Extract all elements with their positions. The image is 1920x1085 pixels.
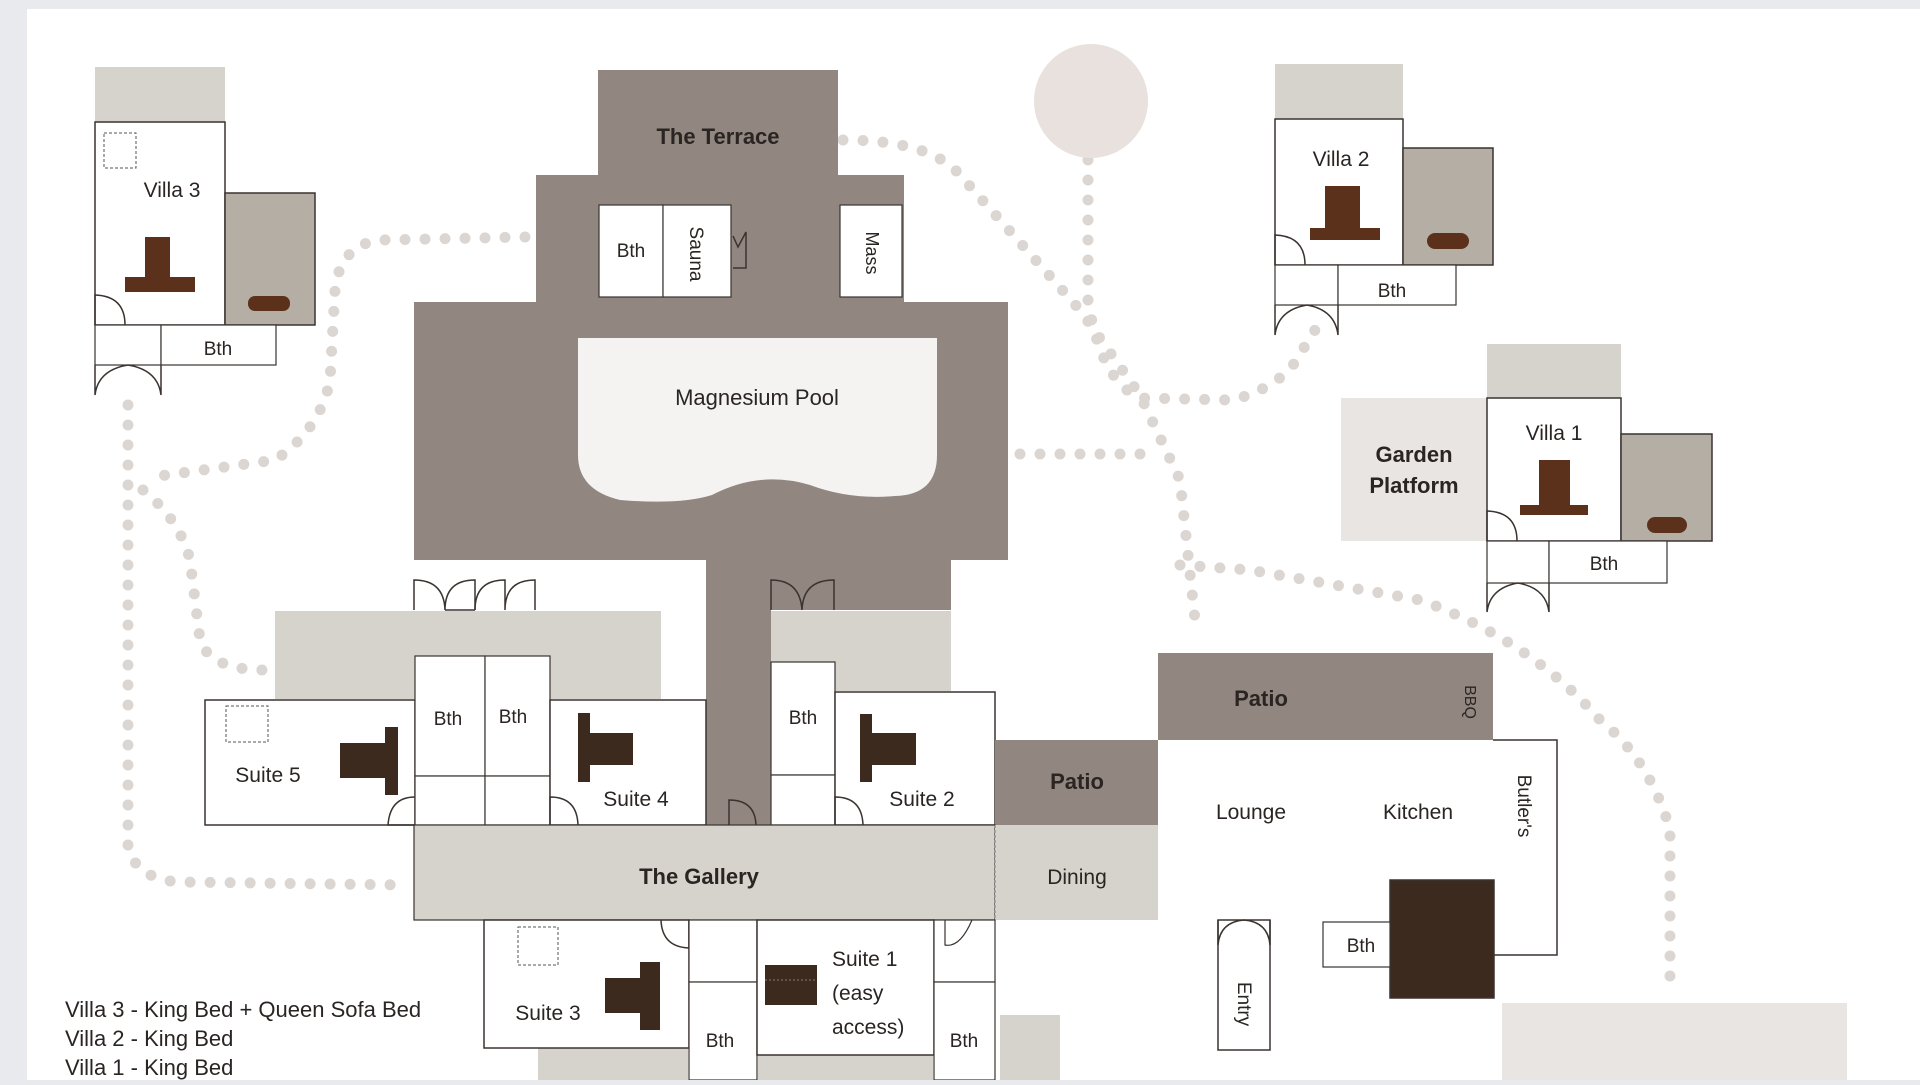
entry-bathroom (1322, 921, 1391, 968)
suite-5-bth-label: Bth (434, 709, 463, 730)
spa-rooms (598, 204, 903, 298)
pool-label: Magnesium Pool (675, 385, 839, 410)
suite-1-label-1: Suite 1 (832, 948, 897, 971)
suite-3-label: Suite 3 (515, 1002, 580, 1025)
suite-3-bathroom (688, 919, 758, 1081)
magnesium-pool (578, 338, 937, 502)
bed-legend: Villa 3 - King Bed + Queen Sofa Bed Vill… (65, 997, 421, 1080)
entry (1217, 919, 1271, 1051)
suite-1 (756, 919, 935, 1056)
garden-paths (122, 134, 1676, 991)
suite-4 (549, 699, 757, 826)
villa-1-bth-label: Bth (1590, 554, 1619, 575)
mass-label: Mass (862, 231, 882, 274)
suite-4-label: Suite 4 (603, 788, 669, 811)
suite-5-4-bathrooms (414, 655, 551, 826)
garden-label-2: Platform (1369, 473, 1458, 498)
patio-top-label: Patio (1234, 686, 1288, 711)
bbq-label: BBQ (1461, 685, 1478, 719)
gallery-label: The Gallery (639, 864, 760, 889)
butlers-label: Butler's (1513, 775, 1534, 838)
suite-2-bth-label: Bth (789, 708, 818, 729)
suite-3-bth-label: Bth (706, 1031, 735, 1052)
suite-5 (204, 699, 416, 826)
suite-4-bth-label: Bth (499, 707, 528, 728)
spa-bth-label: Bth (617, 241, 646, 262)
suite-5-label: Suite 5 (235, 764, 300, 787)
villa-1 (1486, 344, 1713, 613)
kitchen-label: Kitchen (1383, 801, 1453, 824)
garden-label-1: Garden (1375, 442, 1452, 467)
sauna-door-icon (732, 231, 747, 269)
suite-1-label-2: (easy (832, 982, 884, 1005)
suite-1-bth-label: Bth (950, 1031, 979, 1052)
entry-label: Entry (1233, 982, 1254, 1027)
villa-2-label: Villa 2 (1313, 148, 1370, 171)
patio-small (995, 740, 1158, 825)
bottom-right-block (1502, 1003, 1847, 1080)
villa-1-label: Villa 1 (1526, 422, 1583, 445)
legend-line-3: Villa 1 - King Bed (65, 1055, 233, 1080)
villa-2 (1274, 64, 1494, 336)
suite-1-label-3: access) (832, 1016, 904, 1039)
villa-2-bth-label: Bth (1378, 281, 1407, 302)
suite-2-label: Suite 2 (889, 788, 954, 811)
patio-top (1158, 653, 1493, 740)
spa-doors (413, 579, 835, 611)
villa-3-bth-label: Bth (204, 339, 233, 360)
suite-3 (483, 919, 690, 1049)
sauna-label: Sauna (685, 227, 706, 282)
suite-1-bathroom (933, 919, 996, 1081)
lounge-label: Lounge (1216, 801, 1286, 824)
dining (995, 825, 1158, 920)
fireplace-block (1389, 879, 1495, 999)
decorative-circle (1034, 44, 1148, 158)
villa-3 (94, 67, 316, 396)
terrace-label: The Terrace (656, 124, 779, 149)
suite-2-bathrooms (770, 661, 836, 826)
villa-3-label: Villa 3 (144, 179, 201, 202)
garden-platform (1341, 398, 1487, 541)
legend-line-2: Villa 2 - King Bed (65, 1026, 233, 1051)
butlers-pantry (1493, 739, 1558, 956)
patio-small-label: Patio (1050, 769, 1104, 794)
suite-2 (834, 691, 996, 826)
legend-line-1: Villa 3 - King Bed + Queen Sofa Bed (65, 997, 421, 1022)
entry-bth-label: Bth (1347, 936, 1376, 957)
dining-label: Dining (1047, 866, 1107, 889)
